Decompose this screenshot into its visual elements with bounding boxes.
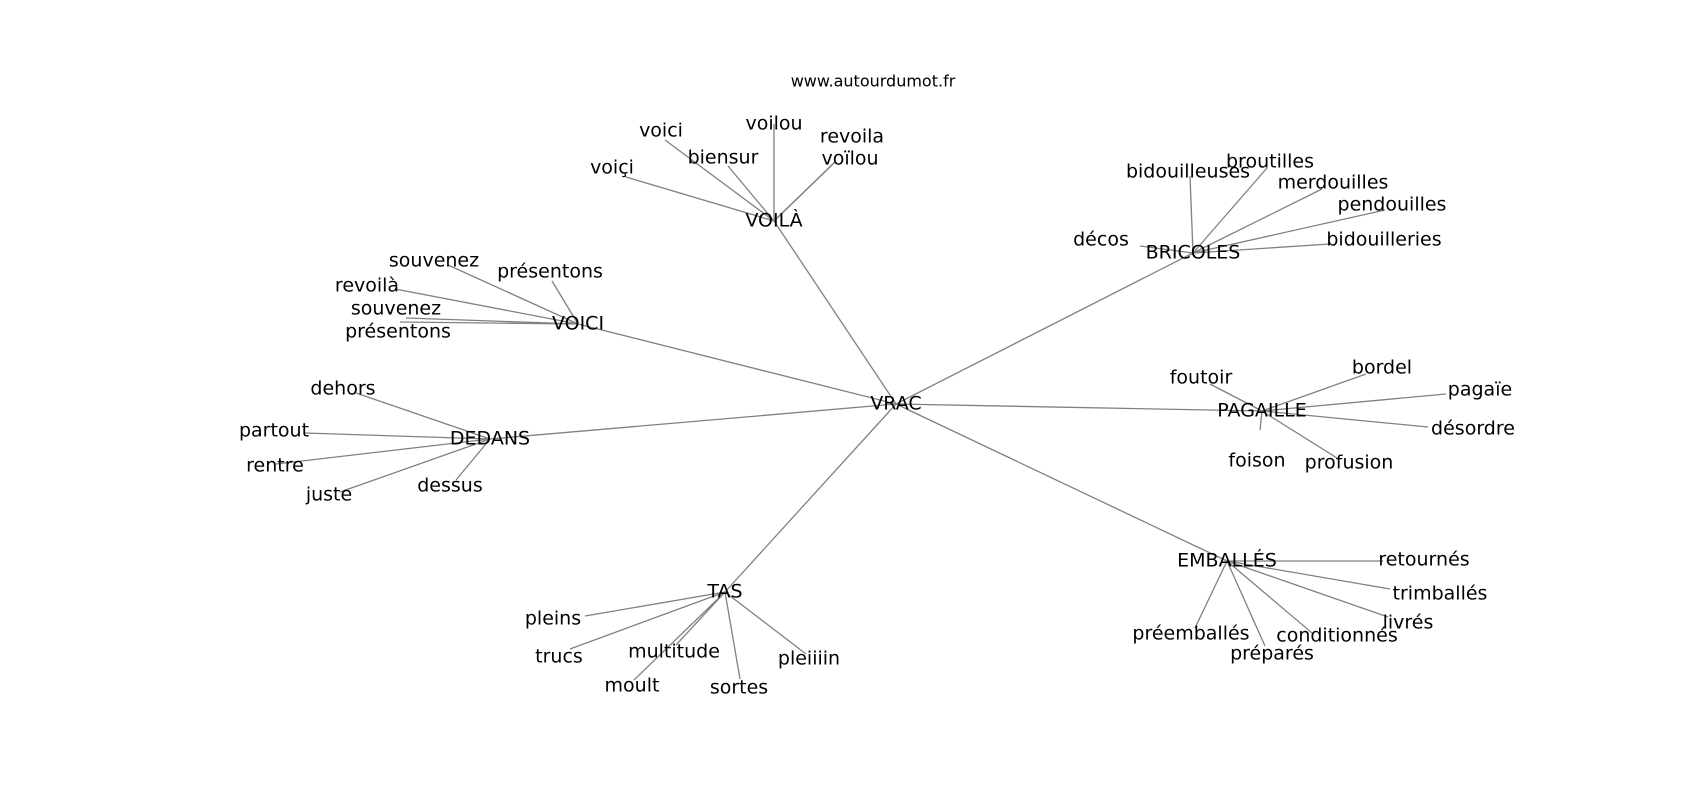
word-label-tas-5: pleiiiin xyxy=(778,648,840,670)
word-label-voici-0: souvenez xyxy=(389,250,479,272)
edge-emballes-word-5 xyxy=(1194,560,1228,629)
hub-label-bricoles: BRICOLES xyxy=(1146,242,1241,264)
edge-voila-word-1 xyxy=(664,139,775,222)
edge-center-to-pagaille xyxy=(895,403,1263,412)
word-label-voila-5: voïlou xyxy=(821,148,878,170)
word-label-pagaille-3: désordre xyxy=(1431,418,1515,440)
hub-label-emballes: EMBALLÉS xyxy=(1177,549,1277,572)
word-label-tas-0: pleins xyxy=(525,608,581,630)
edge-emballes-word-1 xyxy=(1226,560,1391,590)
word-label-pagaille-5: profusion xyxy=(1305,452,1394,474)
edge-pagaille-word-3 xyxy=(1261,410,1429,428)
edge-center-to-voici xyxy=(577,323,897,405)
edge-pagaille-word-0 xyxy=(1209,383,1263,412)
word-label-voila-4: revoila xyxy=(820,126,884,148)
word-label-pagaille-0: foutoir xyxy=(1170,367,1233,389)
edge-voici-word-0 xyxy=(447,264,579,325)
hub-label-voici: VOICI xyxy=(552,313,604,335)
word-label-pagaille-1: bordel xyxy=(1352,357,1412,379)
word-label-voila-3: voilou xyxy=(745,113,802,135)
edge-center-to-voila xyxy=(773,220,897,405)
word-label-voila-0: voiçi xyxy=(590,157,634,179)
hub-label-voila: VOILÀ xyxy=(745,209,802,232)
edge-bricoles-word-4 xyxy=(1139,245,1194,254)
word-label-tas-4: sortes xyxy=(710,677,768,699)
site-url-label: www.autourdumot.fr xyxy=(791,72,956,91)
edge-dedans-word-3 xyxy=(339,438,491,493)
edge-voila-word-0 xyxy=(625,176,775,222)
word-label-bricoles-2: merdouilles xyxy=(1278,172,1389,194)
edge-dedans-word-1 xyxy=(304,432,491,440)
edge-bricoles-word-2 xyxy=(1192,188,1323,254)
edge-tas-word-5 xyxy=(724,591,807,655)
word-label-bricoles-0: bidouilleuses xyxy=(1126,161,1250,183)
edges-layer xyxy=(275,124,1447,681)
edge-center-to-tas xyxy=(724,403,897,593)
word-label-emballes-3: conditionnés xyxy=(1276,625,1397,647)
edge-dedans-word-0 xyxy=(355,392,491,440)
word-label-tas-3: moult xyxy=(605,675,660,697)
center-node-label: VRAC xyxy=(870,393,921,415)
edge-pagaille-word-1 xyxy=(1261,373,1367,412)
edge-tas-word-0 xyxy=(584,591,726,617)
word-label-voila-1: voici xyxy=(639,120,683,142)
word-label-dedans-2: rentre xyxy=(246,455,304,477)
edge-pagaille-word-2 xyxy=(1261,393,1447,412)
edge-tas-word-3 xyxy=(633,591,726,681)
word-label-pagaille-4: foison xyxy=(1228,450,1285,472)
word-label-emballes-4: préparés xyxy=(1230,643,1314,665)
edge-voila-word-2 xyxy=(727,165,775,222)
word-label-tas-2: multitude xyxy=(628,641,720,663)
edge-pagaille-word-5 xyxy=(1261,410,1338,459)
edge-bricoles-word-0 xyxy=(1189,175,1194,254)
hub-label-dedans: DEDANS xyxy=(450,428,530,450)
edge-bricoles-word-3 xyxy=(1192,209,1386,254)
edge-center-to-bricoles xyxy=(895,252,1194,405)
word-label-emballes-1: trimballés xyxy=(1393,583,1488,605)
edge-emballes-word-4 xyxy=(1226,560,1266,647)
edge-tas-word-2 xyxy=(675,591,726,646)
edge-tas-word-1 xyxy=(569,591,726,650)
word-label-voici-2: revoilà xyxy=(335,275,399,297)
hub-label-pagaille: PAGAILLE xyxy=(1217,400,1306,422)
word-label-tas-1: trucs xyxy=(535,646,583,668)
word-label-emballes-5: préemballés xyxy=(1132,623,1249,645)
word-label-bricoles-5: bidouilleries xyxy=(1326,229,1441,251)
edge-center-to-emballes xyxy=(895,403,1228,562)
edge-voici-word-3 xyxy=(405,317,579,325)
word-label-dedans-4: dessus xyxy=(417,475,483,497)
hub-label-tas: TAS xyxy=(706,581,742,603)
word-label-voila-2: biensur xyxy=(688,147,759,169)
edge-bricoles-word-5 xyxy=(1192,243,1331,254)
word-label-pagaille-2: pagaïe xyxy=(1448,379,1512,401)
edge-center-to-dedans xyxy=(489,403,897,440)
word-label-bricoles-4: décos xyxy=(1073,229,1129,251)
word-label-voici-1: présentons xyxy=(497,261,603,283)
word-label-dedans-3: juste xyxy=(305,484,352,506)
edge-pagaille-word-4 xyxy=(1259,410,1263,431)
edge-bricoles-word-1 xyxy=(1192,167,1268,254)
word-label-bricoles-1: broutilles xyxy=(1226,151,1314,173)
word-label-emballes-0: retournés xyxy=(1378,549,1469,571)
edge-voici-word-1 xyxy=(551,280,579,325)
word-label-dedans-0: dehors xyxy=(310,378,375,400)
word-label-bricoles-3: pendouilles xyxy=(1338,194,1447,216)
edge-emballes-word-2 xyxy=(1226,560,1389,618)
edge-voici-word-2 xyxy=(394,288,579,325)
word-label-voici-4: présentons xyxy=(345,321,451,343)
edge-voici-word-4 xyxy=(399,321,579,325)
edge-voila-word-5 xyxy=(773,161,836,222)
edge-tas-word-4 xyxy=(724,591,741,680)
edge-dedans-word-4 xyxy=(455,438,491,481)
word-label-dedans-1: partout xyxy=(239,420,309,442)
edge-dedans-word-2 xyxy=(275,438,491,465)
edge-emballes-word-3 xyxy=(1226,560,1313,634)
word-label-emballes-2: livrés xyxy=(1383,612,1434,634)
word-label-voici-3: souvenez xyxy=(351,298,441,320)
